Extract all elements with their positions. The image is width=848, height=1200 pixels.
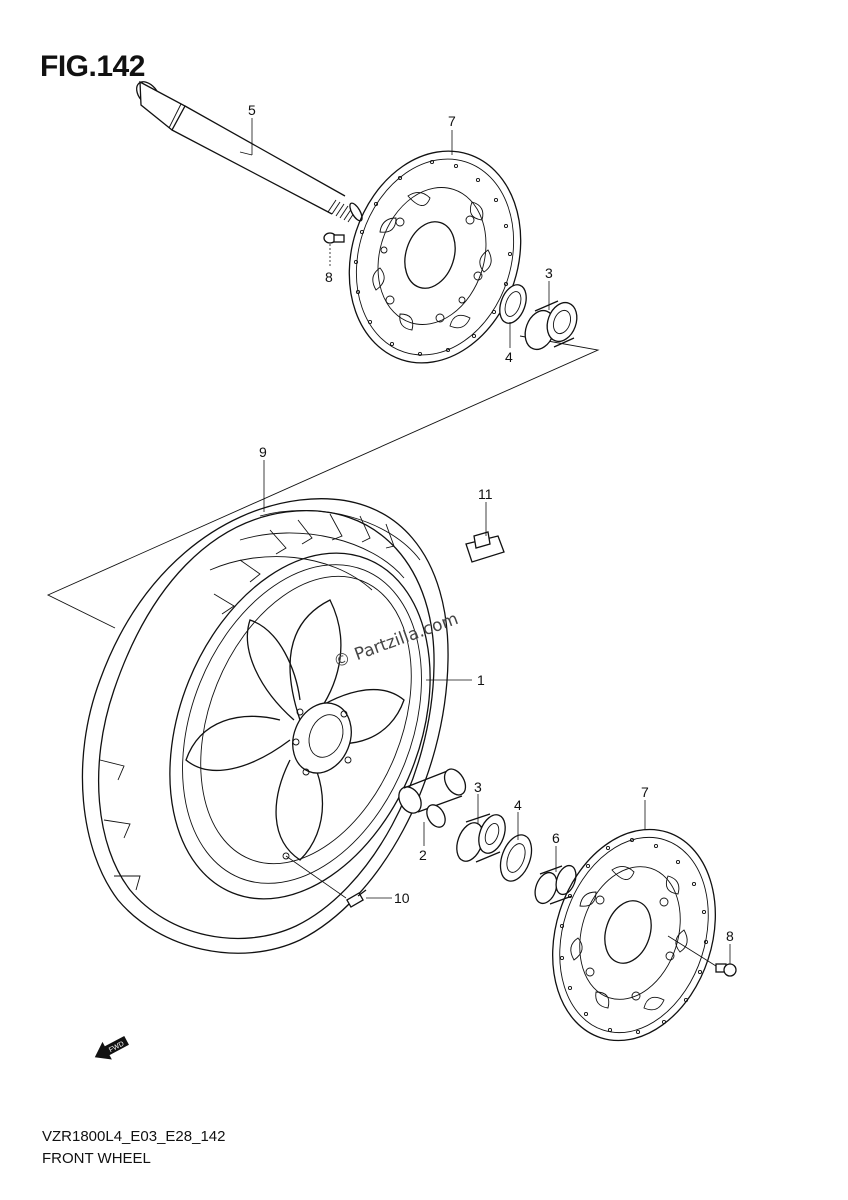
tire-tread bbox=[99, 513, 395, 891]
disc-upper-holes bbox=[372, 192, 492, 331]
valve bbox=[346, 889, 367, 908]
callout-5: 5 bbox=[248, 102, 256, 118]
wheel bbox=[169, 552, 431, 900]
disc-upper-perforations bbox=[353, 159, 513, 357]
callout-4-upper: 4 bbox=[505, 349, 513, 365]
figure-code: VZR1800L4_E03_E28_142 bbox=[42, 1128, 226, 1145]
callout-3-lower: 3 bbox=[474, 779, 482, 795]
callout-8-upper: 8 bbox=[325, 269, 333, 285]
watermark: © Partzilla.com bbox=[331, 609, 461, 673]
spacer bbox=[398, 768, 467, 828]
bolt-upper bbox=[323, 232, 345, 244]
fwd-label: FWD bbox=[108, 1040, 125, 1054]
callout-8-lower: 8 bbox=[726, 928, 734, 944]
callout-2: 2 bbox=[419, 847, 427, 863]
axle bbox=[136, 80, 363, 223]
figure-name: FRONT WHEEL bbox=[42, 1150, 151, 1167]
wheel-hub bbox=[282, 702, 352, 860]
bolt-lower bbox=[715, 963, 737, 977]
callout-11: 11 bbox=[478, 486, 493, 502]
disc-lower-perforations bbox=[559, 837, 709, 1035]
fwd-arrow-icon: FWD bbox=[94, 1035, 129, 1060]
callout-10: 10 bbox=[394, 890, 410, 906]
callout-7-upper: 7 bbox=[448, 113, 456, 129]
balancer bbox=[465, 531, 505, 563]
seal-lower bbox=[499, 834, 533, 882]
callout-9: 9 bbox=[259, 444, 267, 460]
callout-6: 6 bbox=[552, 830, 560, 846]
wheel-spokes bbox=[185, 599, 405, 861]
disc-upper bbox=[348, 150, 522, 364]
bearing-upper bbox=[524, 300, 578, 351]
disc-lower bbox=[552, 828, 716, 1042]
leader-lines bbox=[239, 118, 731, 967]
tire bbox=[81, 498, 449, 954]
bearing-lower bbox=[456, 813, 506, 863]
callout-1: 1 bbox=[477, 672, 485, 688]
callout-7-lower: 7 bbox=[641, 784, 649, 800]
callout-4-lower: 4 bbox=[514, 797, 522, 813]
callout-3-upper: 3 bbox=[545, 265, 553, 281]
seal-upper bbox=[499, 284, 527, 324]
disc-lower-holes bbox=[570, 866, 688, 1011]
callout-labels: 1 2 3 3 4 4 5 6 7 7 8 8 9 10 11 bbox=[248, 102, 734, 944]
figure-title: FIG.142 bbox=[40, 50, 145, 83]
reference-plane bbox=[46, 335, 600, 629]
collar bbox=[534, 864, 577, 905]
